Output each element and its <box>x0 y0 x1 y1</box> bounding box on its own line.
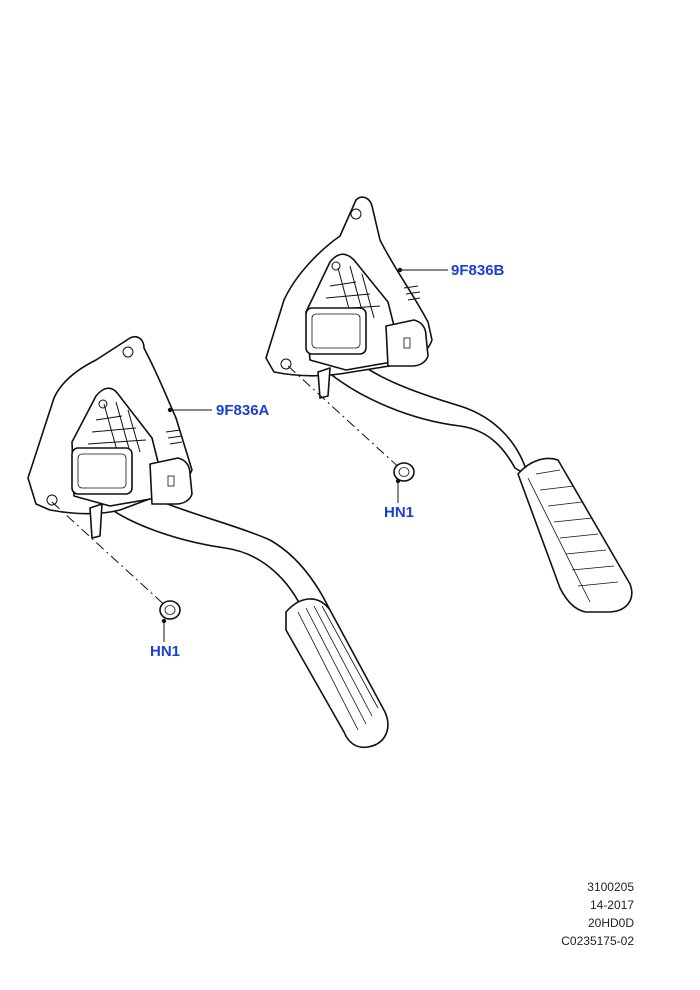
callout-hn1-b: HN1 <box>384 504 414 521</box>
reference-line-4: C0235175-02 <box>561 934 634 948</box>
callout-9f836b: 9F836B <box>451 262 505 279</box>
reference-line-1: 3100205 <box>587 880 634 894</box>
flange-nut-b <box>393 462 415 482</box>
pedal-pad-a <box>285 598 389 749</box>
accelerator-pedal-assembly-a <box>27 335 389 749</box>
assembly-axis-b <box>287 365 405 473</box>
reference-line-2: 14-2017 <box>589 898 634 912</box>
drawing-reference-block: 3100205 14-2017 20HD0D C0235175-02 <box>561 878 634 950</box>
callout-9f836a: 9F836A <box>216 402 270 419</box>
connector-b <box>385 319 429 367</box>
reference-line-3: 20HD0D <box>587 916 634 930</box>
pedal-pad-b <box>517 457 633 613</box>
assembly-axis-a <box>51 501 171 611</box>
accelerator-pedal-assembly-b <box>265 196 633 613</box>
callout-hn1-a: HN1 <box>150 643 180 660</box>
connector-a <box>149 457 193 505</box>
flange-nut-a <box>159 600 181 620</box>
